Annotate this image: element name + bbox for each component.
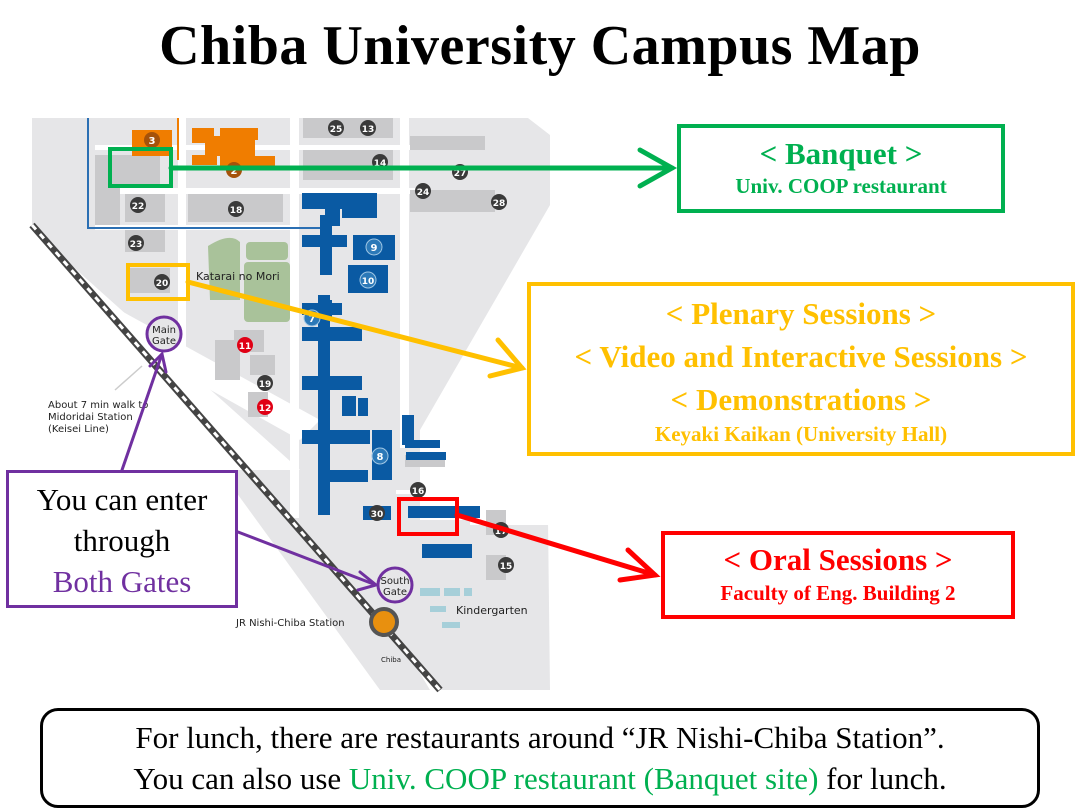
- oral-arrow: [454, 512, 661, 583]
- walk-note-line2: Midoridai Station: [48, 412, 133, 423]
- building-number-label: 7: [309, 314, 316, 325]
- lunch-line-1: For lunch, there are restaurants around …: [135, 720, 945, 755]
- building-marker-13: 13: [360, 120, 376, 136]
- page-title: Chiba University Campus Map: [159, 15, 921, 77]
- building-number-label: 20: [156, 279, 169, 289]
- building-number-label: 3: [149, 136, 156, 147]
- katarai-forest: [208, 237, 290, 322]
- south-gate-label-1: South: [380, 576, 409, 587]
- building-number-label: 22: [132, 202, 145, 212]
- station-label: JR Nishi-Chiba Station: [235, 618, 345, 629]
- lunch-note: For lunch, there are restaurants around …: [40, 708, 1040, 808]
- walk-note-line3: (Keisei Line): [48, 424, 109, 435]
- oral-venue: Faculty of Eng. Building 2: [720, 581, 956, 605]
- south-gate-arrow: [236, 530, 380, 592]
- building-number-label: 28: [493, 199, 506, 209]
- gates-line-1: You can enter: [36, 482, 208, 517]
- building-number-label: 2: [231, 166, 238, 177]
- building-marker-10: 10: [359, 271, 377, 289]
- building-marker-12: 12: [257, 399, 273, 415]
- lunch-coop-highlight: Univ. COOP restaurant (Banquet site): [348, 761, 819, 796]
- building-number-label: 12: [259, 404, 272, 414]
- building-number-label: 24: [417, 188, 430, 198]
- building-marker-23: 23: [128, 235, 144, 251]
- building-number-label: 15: [500, 562, 513, 572]
- building-marker-18: 18: [228, 201, 244, 217]
- building-marker-20: 20: [154, 274, 170, 290]
- building-number-label: 19: [259, 380, 272, 390]
- building-marker-28: 28: [491, 194, 507, 210]
- building-number-label: 13: [362, 125, 375, 135]
- building-number-label: 18: [230, 206, 243, 216]
- main-gate-arrow: [120, 351, 168, 472]
- plenary-heading: < Plenary Sessions >: [665, 296, 937, 331]
- building-marker-8: 8: [371, 447, 389, 465]
- kindergarten-buildings: [420, 588, 472, 628]
- lunch-line-2-prefix: You can also use: [133, 761, 349, 796]
- building-number-label: 17: [495, 527, 508, 537]
- building-number-label: 8: [377, 452, 384, 463]
- building-number-label: 9: [371, 243, 378, 254]
- banquet-heading: < Banquet >: [759, 136, 923, 171]
- building-marker-30: 30: [369, 505, 385, 521]
- katarai-no-mori-label: Katarai no Mori: [196, 270, 280, 283]
- lunch-line-2-suffix: for lunch.: [818, 761, 947, 796]
- south-gate[interactable]: South Gate: [376, 566, 414, 604]
- building-number-label: 16: [412, 487, 425, 497]
- gates-callout: You can enter through Both Gates: [6, 470, 238, 608]
- walk-direction-arrow: [114, 365, 143, 391]
- building-number-label: 30: [371, 510, 384, 520]
- building-number-label: 25: [330, 125, 343, 135]
- building-number-label: 23: [130, 240, 143, 250]
- building-marker-22: 22: [130, 197, 146, 213]
- building-number-label: 10: [362, 277, 375, 287]
- building-marker-24: 24: [415, 183, 431, 199]
- plenary-venue: Keyaki Kaikan (University Hall): [654, 422, 948, 446]
- building-marker-11: 11: [237, 337, 253, 353]
- building-number-label: 27: [454, 169, 467, 179]
- building-marker-9: 9: [365, 238, 383, 256]
- plenary-arrow: [185, 279, 527, 379]
- gates-line-3: Both Gates: [52, 564, 192, 599]
- building-number-label: 14: [374, 159, 387, 169]
- main-gate-label-2: Gate: [152, 336, 176, 347]
- chiba-label: Chiba: [381, 656, 401, 664]
- building-number-label: 11: [239, 342, 252, 352]
- building-marker-25: 25: [328, 120, 344, 136]
- jr-nishi-chiba-station-marker: [369, 607, 399, 637]
- building-marker-19: 19: [257, 375, 273, 391]
- railway-line: [29, 222, 443, 693]
- banquet-callout: < Banquet > Univ. COOP restaurant: [677, 124, 1005, 213]
- building-marker-3: 3: [144, 132, 160, 148]
- gates-line-2: through: [73, 523, 171, 558]
- banquet-arrow: [168, 147, 678, 189]
- building-marker-15: 15: [498, 557, 514, 573]
- banquet-venue: Univ. COOP restaurant: [735, 174, 947, 198]
- oral-heading: < Oral Sessions >: [723, 542, 953, 577]
- walk-note-line1: About 7 min walk to: [48, 400, 148, 411]
- lunch-line-2: You can also use Univ. COOP restaurant (…: [43, 758, 1037, 799]
- main-gate[interactable]: Main Gate: [145, 315, 183, 353]
- plenary-callout: < Plenary Sessions > < Video and Interac…: [527, 282, 1075, 456]
- building-marker-16: 16: [410, 482, 426, 498]
- oral-callout: < Oral Sessions > Faculty of Eng. Buildi…: [661, 531, 1015, 619]
- south-gate-label-2: Gate: [383, 587, 407, 598]
- main-gate-label-1: Main: [152, 325, 176, 336]
- kindergarten-label: Kindergarten: [456, 604, 528, 617]
- video-interactive-heading: < Video and Interactive Sessions >: [574, 339, 1028, 374]
- demonstrations-heading: < Demonstrations >: [670, 382, 932, 417]
